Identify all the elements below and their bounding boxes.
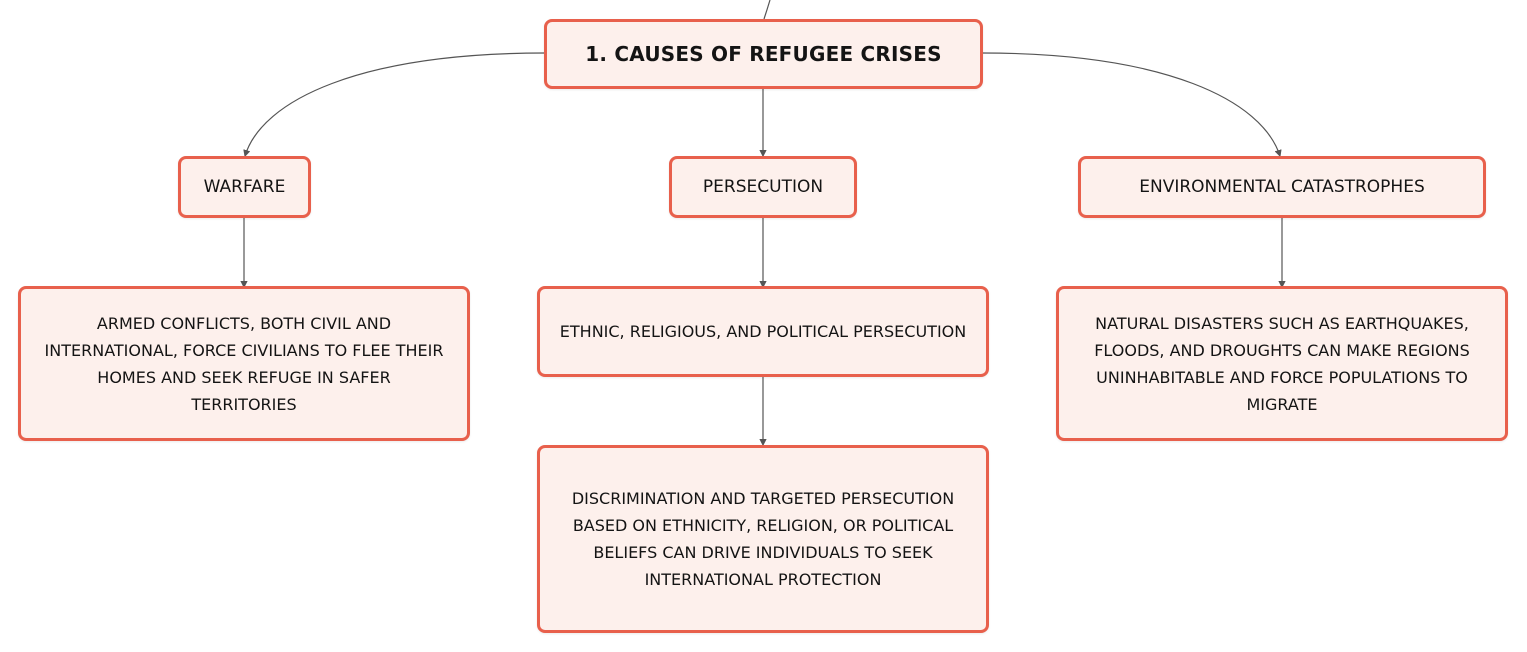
- branch-node-warfare-label: WARFARE: [203, 177, 286, 197]
- detail-node-environmental[interactable]: NATURAL DISASTERS SUCH AS EARTHQUAKES, F…: [1056, 286, 1508, 441]
- connector-root-to-warfare: [243, 52, 546, 158]
- root-node[interactable]: 1. CAUSES OF REFUGEE CRISES: [544, 19, 983, 89]
- connector-root-to-environmental: [981, 52, 1282, 158]
- detail-node-warfare[interactable]: ARMED CONFLICTS, BOTH CIVIL AND INTERNAT…: [18, 286, 470, 441]
- root-node-label: 1. CAUSES OF REFUGEE CRISES: [585, 42, 942, 66]
- detail-node-persecution[interactable]: ETHNIC, RELIGIOUS, AND POLITICAL PERSECU…: [537, 286, 989, 377]
- branch-node-environmental[interactable]: ENVIRONMENTAL CATASTROPHES: [1078, 156, 1486, 218]
- connector-parent-to-root: [763, 0, 771, 20]
- branch-node-persecution-label: PERSECUTION: [702, 177, 824, 197]
- subdetail-node-persecution-text: DISCRIMINATION AND TARGETED PERSECUTION …: [571, 489, 955, 589]
- branch-node-environmental-label: ENVIRONMENTAL CATASTROPHES: [1139, 177, 1425, 197]
- branch-node-warfare[interactable]: WARFARE: [178, 156, 311, 218]
- detail-node-persecution-text: ETHNIC, RELIGIOUS, AND POLITICAL PERSECU…: [559, 322, 967, 341]
- subdetail-node-persecution[interactable]: DISCRIMINATION AND TARGETED PERSECUTION …: [537, 445, 989, 633]
- detail-node-environmental-text: NATURAL DISASTERS SUCH AS EARTHQUAKES, F…: [1094, 313, 1470, 414]
- detail-node-warfare-text: ARMED CONFLICTS, BOTH CIVIL AND INTERNAT…: [44, 313, 444, 414]
- branch-node-persecution[interactable]: PERSECUTION: [669, 156, 857, 218]
